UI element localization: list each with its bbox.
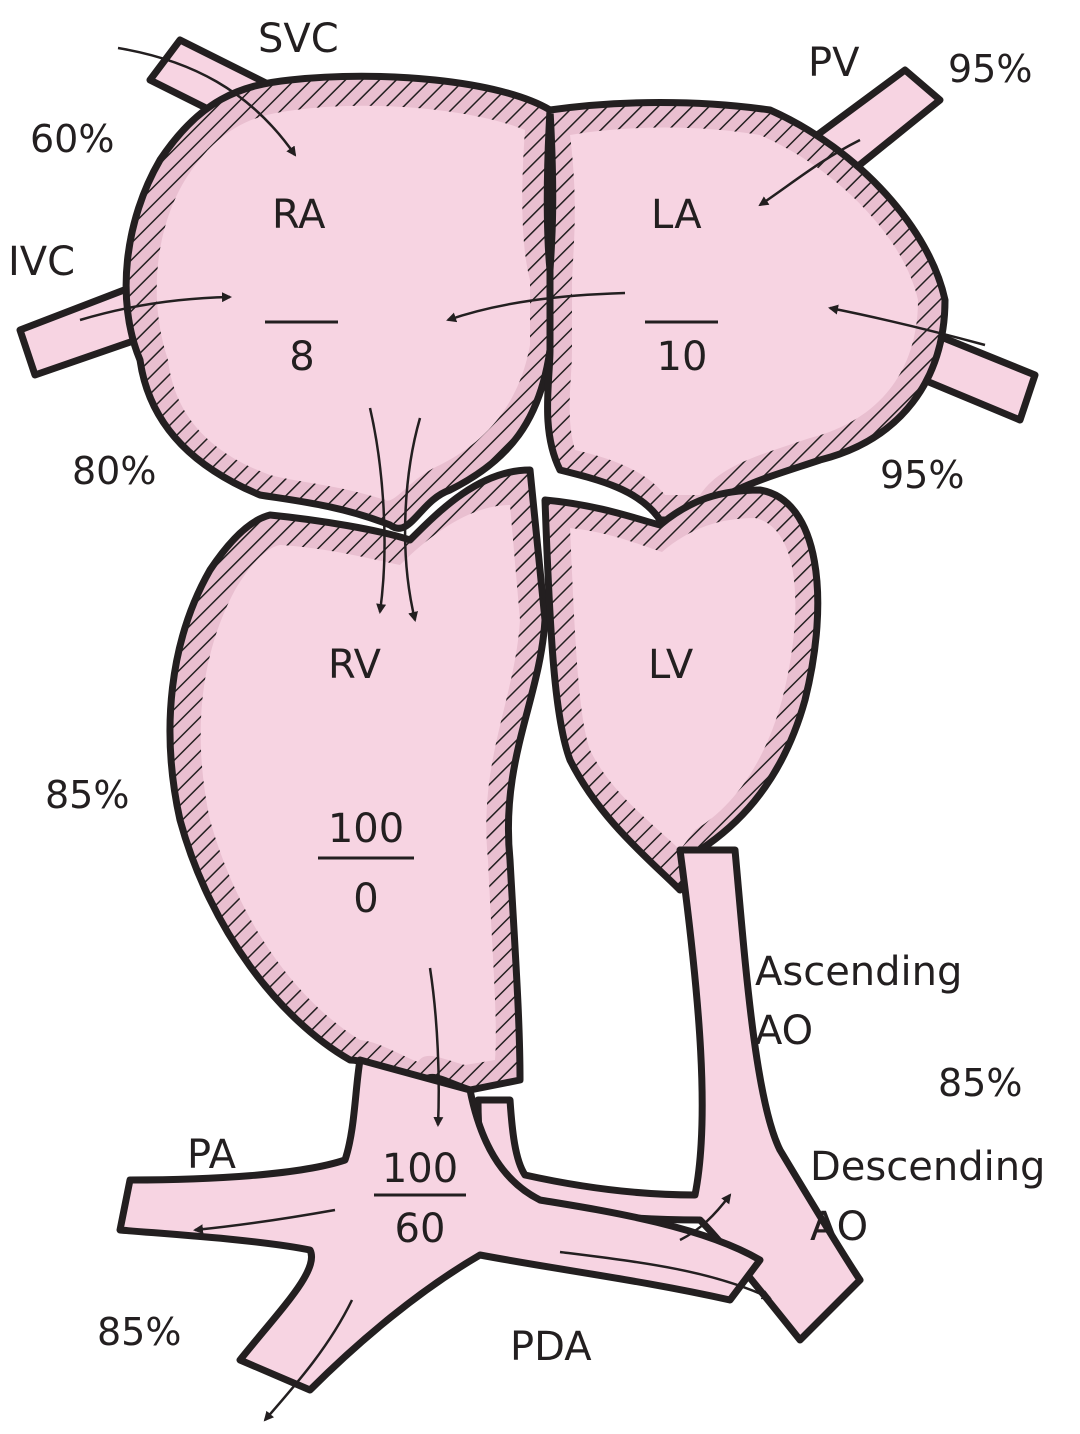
right-ventricle	[166, 466, 549, 1094]
right-atrium	[122, 72, 554, 532]
label-ascending-ao-2: AO	[755, 1008, 813, 1054]
label-lv: LV	[648, 642, 694, 688]
saturation-la: 95%	[880, 453, 964, 497]
tricuspid-flow-arrow-2	[403, 417, 422, 622]
pressure-la-diastolic: 10	[657, 334, 708, 380]
flow-arrows	[79, 46, 986, 1422]
tricuspid-flow-arrow-1	[368, 407, 387, 614]
pressure-la: 10	[645, 320, 718, 380]
label-ascending-ao-1: Ascending	[755, 949, 962, 995]
pulmonary-outflow-arrow	[428, 967, 444, 1127]
label-descending-ao-2: AO	[810, 1204, 868, 1250]
label-pa: PA	[187, 1132, 237, 1178]
pressure-ra-diastolic: 8	[289, 334, 314, 380]
label-ra: RA	[272, 192, 326, 238]
ivc-flow-arrow	[79, 292, 232, 322]
saturation-pa: 85%	[97, 1310, 181, 1354]
pa-left-flow-arrow	[193, 1208, 336, 1235]
saturation-aorta: 85%	[938, 1061, 1022, 1105]
pressure-rv-diastolic: 0	[353, 876, 378, 922]
saturation-svc: 60%	[30, 117, 114, 161]
pressure-ra: 8	[265, 320, 338, 380]
aortic-flow-arrow	[679, 1193, 732, 1242]
left-atrium	[544, 99, 949, 524]
pv-lower-flow-arrow	[828, 304, 986, 347]
saturation-rv: 85%	[45, 773, 129, 817]
pressure-pa-systolic: 100	[382, 1146, 458, 1192]
label-ivc: IVC	[8, 239, 75, 285]
left-ventricle	[541, 486, 822, 894]
pv-upper-flow-arrow	[758, 138, 861, 207]
svc-flow-arrow	[117, 46, 297, 157]
label-pda: PDA	[510, 1324, 592, 1370]
pulmonary-artery	[116, 1056, 764, 1394]
label-pv: PV	[808, 40, 860, 86]
label-la: LA	[651, 192, 702, 238]
saturation-ra: 80%	[72, 449, 156, 493]
pressure-rv: 100 0	[318, 806, 414, 922]
pressure-pa: 100 60	[374, 1146, 466, 1252]
ductal-flow-arrow	[559, 1250, 772, 1300]
pressure-pa-diastolic: 60	[395, 1206, 446, 1252]
pressure-rv-systolic: 100	[328, 806, 404, 852]
asd-flow-arrow	[446, 291, 626, 323]
label-svc: SVC	[258, 16, 339, 62]
label-descending-ao-1: Descending	[810, 1144, 1045, 1190]
saturation-pv: 95%	[948, 47, 1032, 91]
label-rv: RV	[328, 642, 382, 688]
pa-down-flow-arrow	[263, 1299, 354, 1422]
